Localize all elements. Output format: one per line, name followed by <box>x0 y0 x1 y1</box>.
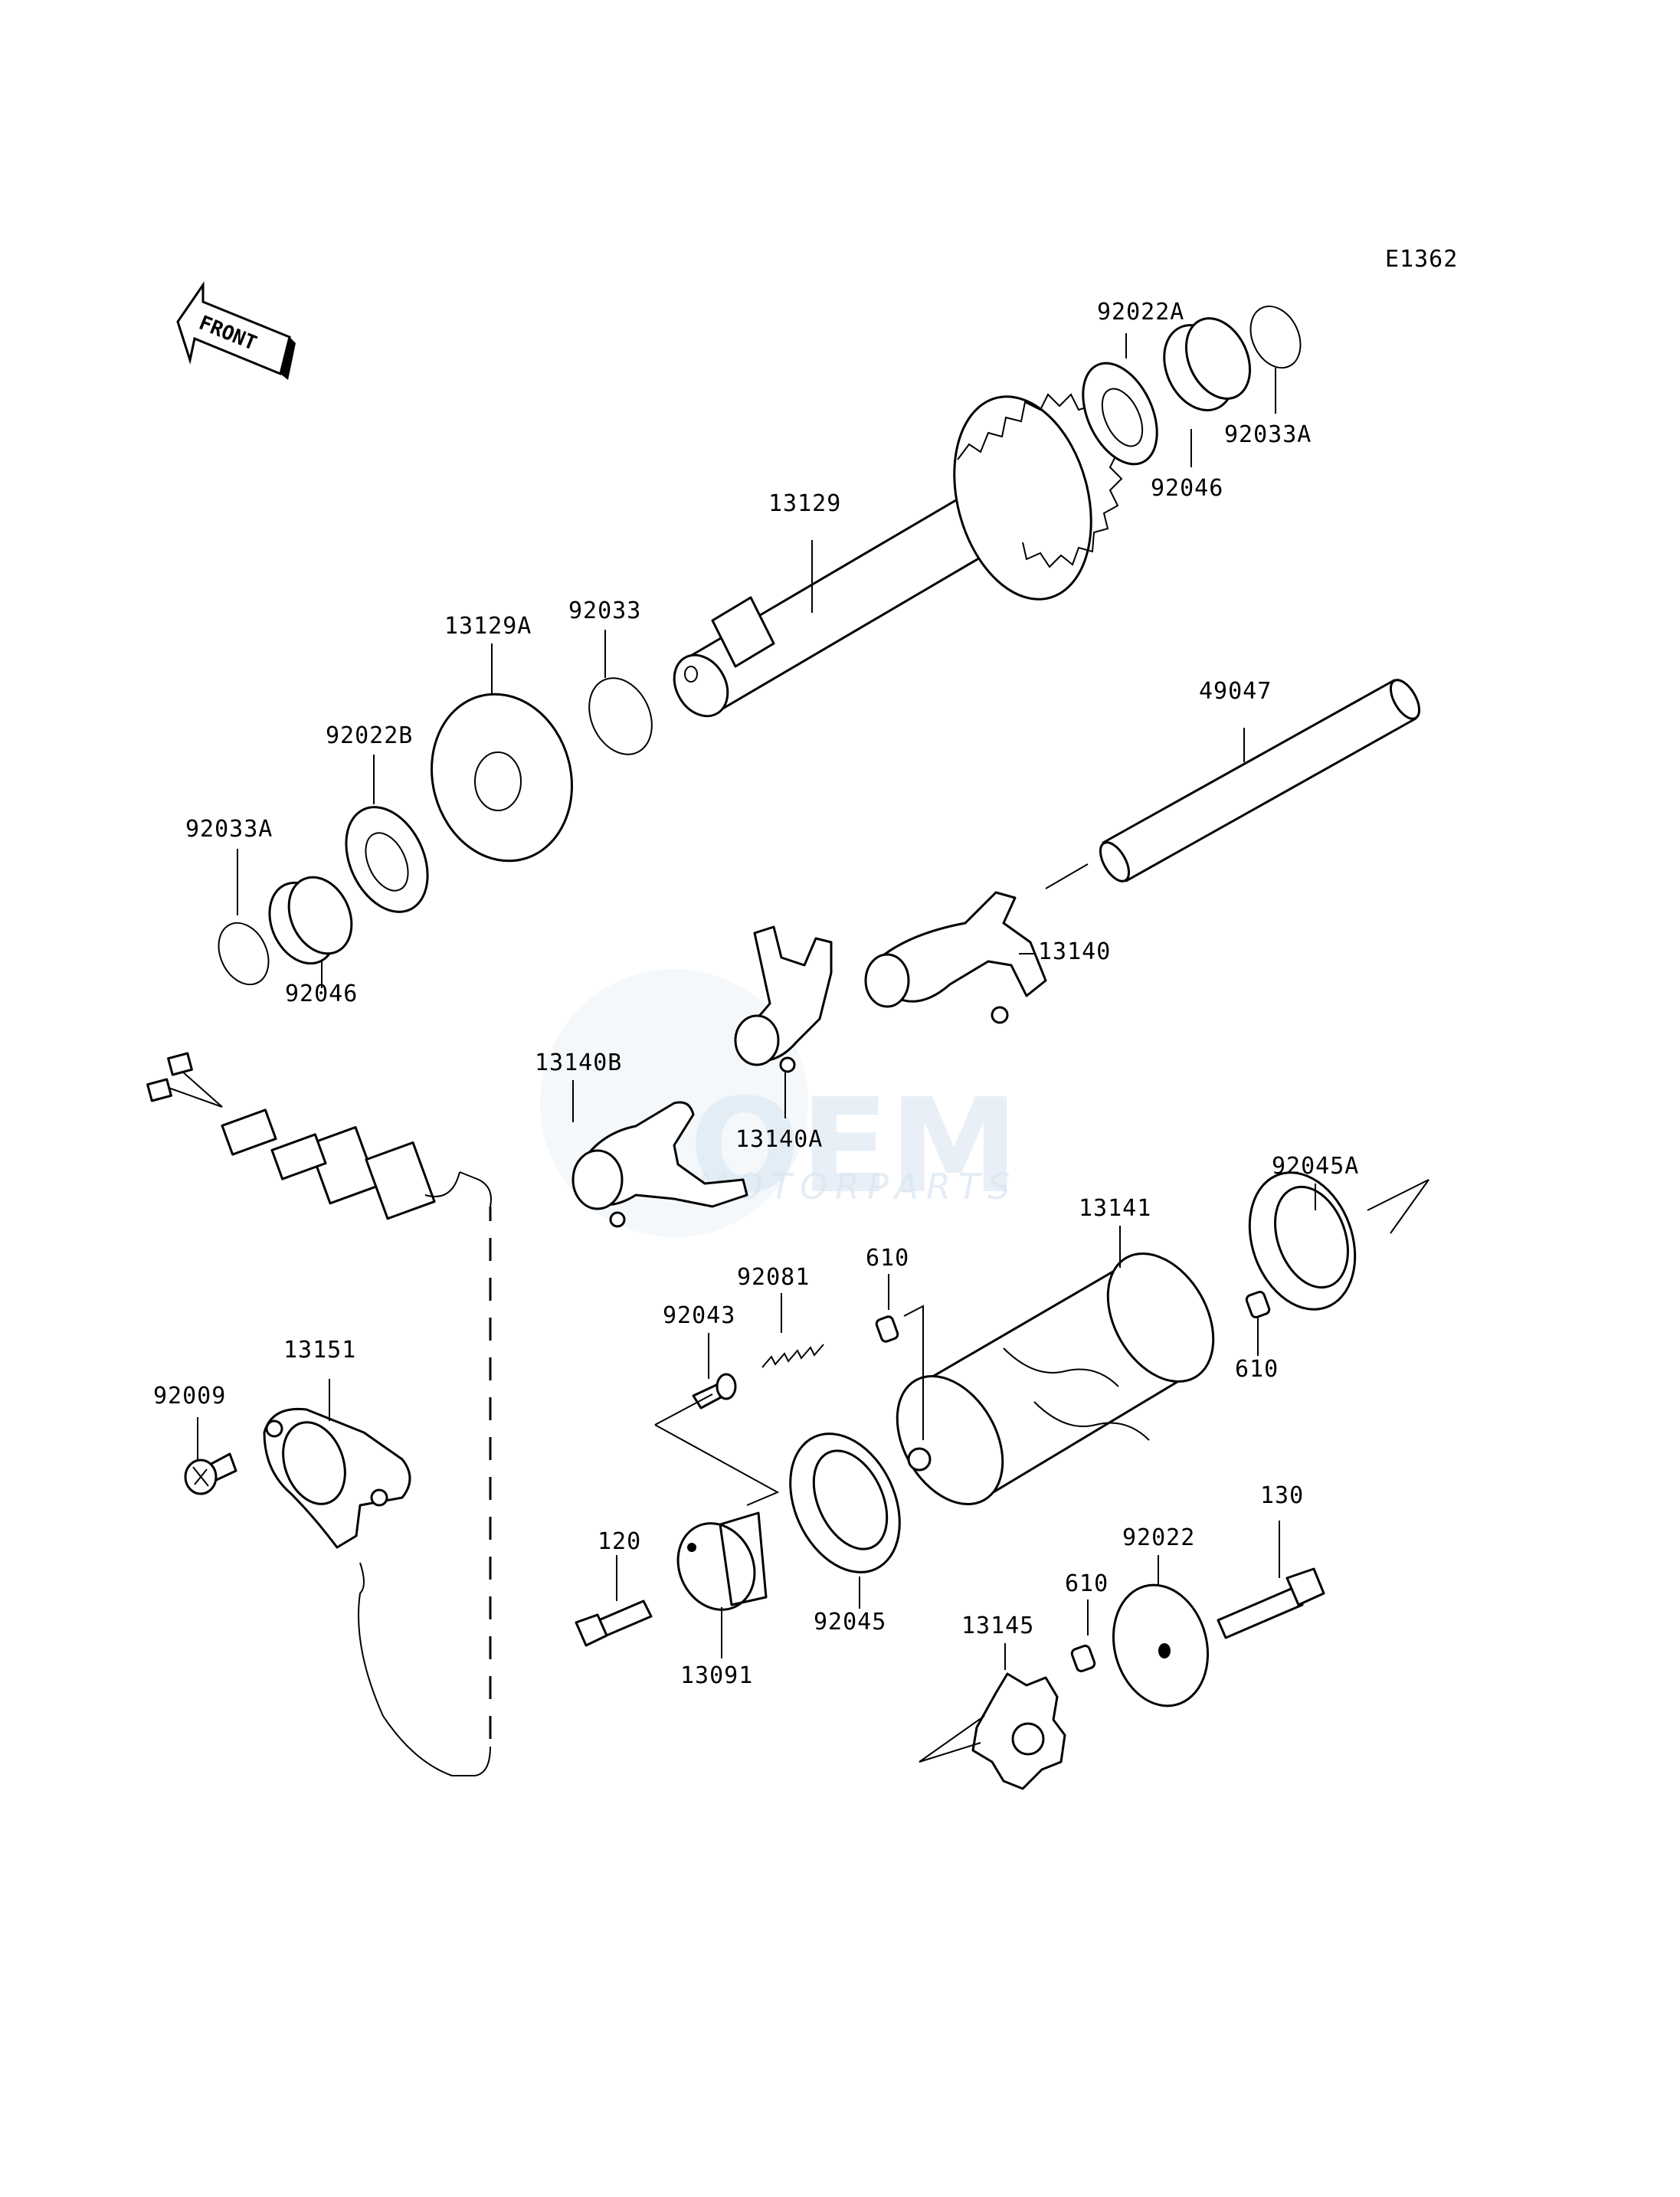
label-13145[interactable]: 13145 <box>961 1613 1034 1639</box>
watermark-brand: OEM <box>689 1071 1019 1223</box>
shift-rod-49047 <box>1045 679 1421 889</box>
needle-bearing-92046-top <box>1163 317 1252 467</box>
label-92045A[interactable]: 92045A <box>1272 1153 1359 1180</box>
label-13091[interactable]: 13091 <box>680 1662 753 1689</box>
label-610-c[interactable]: 610 <box>1065 1570 1109 1597</box>
shift-fork-13140A <box>734 925 833 1118</box>
label-13140A[interactable]: 13140A <box>735 1126 823 1153</box>
watermark-sub: MOTORPARTS <box>697 1166 1017 1207</box>
label-92009[interactable]: 92009 <box>153 1383 226 1410</box>
switch-13151 <box>146 1052 492 1776</box>
label-92033A-left[interactable]: 92033A <box>185 816 273 843</box>
snap-ring-92033 <box>588 630 653 755</box>
label-92046-top[interactable]: 92046 <box>1151 475 1223 502</box>
gear-13129A <box>431 643 573 863</box>
screw-92009 <box>184 1417 237 1495</box>
label-92022B[interactable]: 92022B <box>326 722 413 749</box>
part-labels: 92022A 92033A 92046 13129 92033 13129A 4… <box>153 299 1359 1689</box>
bolt-120 <box>575 1555 653 1647</box>
label-610-b[interactable]: 610 <box>1235 1356 1279 1383</box>
shaft-13129 <box>673 393 1123 718</box>
label-92045[interactable]: 92045 <box>814 1609 886 1635</box>
needle-bearing-92046-left <box>268 876 353 988</box>
snap-ring-92033A-top <box>1249 305 1302 414</box>
pin-92043 <box>692 1333 737 1410</box>
label-13140B[interactable]: 13140B <box>535 1049 622 1076</box>
plate-13091 <box>676 1511 768 1658</box>
bearing-92045A <box>1248 1171 1429 1311</box>
label-92043[interactable]: 92043 <box>663 1302 735 1329</box>
dowel-610-a <box>875 1274 924 1440</box>
label-13141[interactable]: 13141 <box>1079 1195 1151 1222</box>
label-610-a[interactable]: 610 <box>866 1245 909 1272</box>
label-92022[interactable]: 92022 <box>1122 1524 1195 1551</box>
label-49047[interactable]: 49047 <box>1199 678 1272 705</box>
shift-fork-13140 <box>864 891 1047 1024</box>
dowel-610-b <box>1245 1290 1271 1356</box>
label-120[interactable]: 120 <box>598 1528 641 1555</box>
label-92081[interactable]: 92081 <box>737 1264 810 1291</box>
washer-92022A <box>1082 333 1158 466</box>
label-92033[interactable]: 92033 <box>568 598 641 624</box>
snap-ring-92033A-left <box>218 849 270 986</box>
label-13151[interactable]: 13151 <box>283 1337 356 1364</box>
washer-92022B <box>345 755 429 913</box>
diagram-code: E1362 <box>1385 246 1458 273</box>
label-13140[interactable]: 13140 <box>1038 938 1111 965</box>
washer-92022 <box>1112 1555 1210 1708</box>
label-130[interactable]: 130 <box>1260 1482 1304 1509</box>
dowel-610-c <box>1070 1599 1096 1673</box>
bolt-130 <box>1217 1521 1325 1639</box>
label-92033A-top[interactable]: 92033A <box>1224 421 1312 448</box>
label-13129A[interactable]: 13129A <box>444 613 532 640</box>
label-13129[interactable]: 13129 <box>768 490 841 517</box>
spring-92081 <box>761 1293 824 1368</box>
label-92046-left[interactable]: 92046 <box>285 981 358 1007</box>
bearing-92045 <box>789 1432 901 1609</box>
shift-fork-13140B <box>571 1080 748 1228</box>
front-arrow-icon: FRONT <box>176 281 296 380</box>
shift-drum-cam-13145 <box>919 1643 1066 1790</box>
label-92022A[interactable]: 92022A <box>1097 299 1184 326</box>
shift-drum-13141 <box>896 1226 1215 1506</box>
